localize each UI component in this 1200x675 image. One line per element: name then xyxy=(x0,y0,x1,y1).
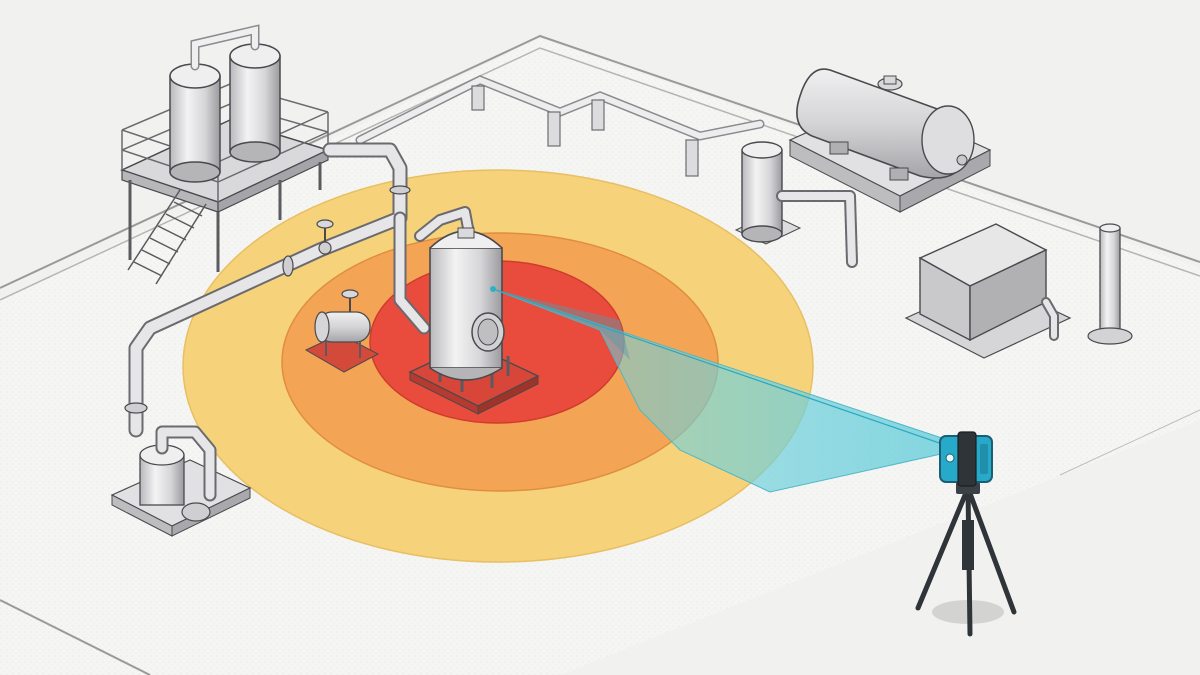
laser-scanner-icon xyxy=(939,431,993,487)
vent-stack xyxy=(1087,223,1133,345)
vessel-platform xyxy=(119,24,331,285)
pipe-flange xyxy=(389,185,411,195)
pipe-flange xyxy=(124,402,148,414)
back-piping xyxy=(355,75,765,177)
valve-icon xyxy=(316,219,334,255)
twin-vessel-left xyxy=(169,63,221,183)
main-pipe-run xyxy=(124,142,474,438)
separator-vessel xyxy=(734,141,858,268)
heat-exchanger-icon xyxy=(304,289,380,373)
tripod-icon xyxy=(915,482,1017,637)
pressure-vessel-icon xyxy=(408,227,540,415)
storage-tank-icon xyxy=(788,68,992,213)
platform-stairs xyxy=(127,189,207,285)
twin-vessel-right xyxy=(229,43,281,163)
pump-icon xyxy=(110,425,252,537)
pipe-flange xyxy=(282,255,294,277)
hvac-unit-icon xyxy=(904,223,1072,359)
